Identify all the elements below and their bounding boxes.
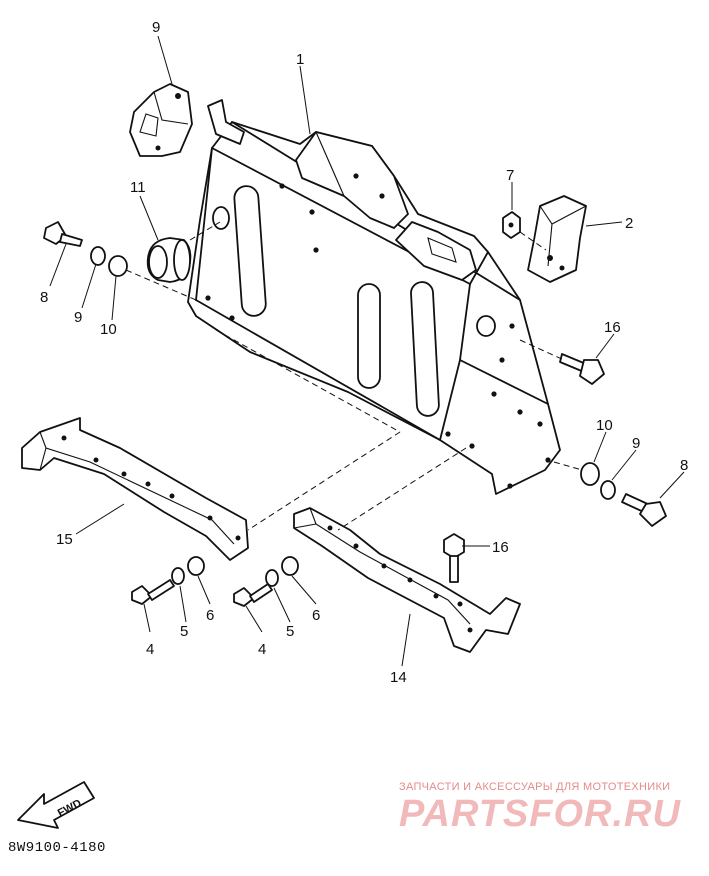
fwd-arrow-icon: FWD xyxy=(17,781,95,829)
callout-7: 7 xyxy=(506,167,514,184)
washer-part-9-left xyxy=(90,246,106,266)
callout-4-left: 4 xyxy=(146,641,154,658)
callout-15: 15 xyxy=(56,531,73,548)
nut-part-7 xyxy=(502,211,521,239)
callout-9-right: 9 xyxy=(632,435,640,452)
assembly-lines xyxy=(125,221,583,531)
rubber-damper-part-11 xyxy=(146,237,192,283)
callout-9-left: 9 xyxy=(74,309,82,326)
washer-part-5-right xyxy=(265,569,279,587)
callout-5-left: 5 xyxy=(180,623,188,640)
washer-part-10-right xyxy=(580,462,600,486)
callout-14: 14 xyxy=(390,669,407,686)
leader-lines xyxy=(49,35,685,667)
bolt-part-8-right xyxy=(621,493,667,527)
bolt-part-4-right xyxy=(233,583,273,607)
part-code: 8W9100-4180 xyxy=(8,840,106,856)
callout-10-left: 10 xyxy=(100,321,117,338)
bracket-part-2 xyxy=(527,195,587,283)
watermark-logo: PARTSFOR.RU xyxy=(399,793,681,835)
bolt-part-16-upper xyxy=(559,353,605,385)
callout-3: 9 xyxy=(152,19,160,36)
watermark-tagline: ЗАПЧАСТИ И АКСЕССУАРЫ ДЛЯ МОТОТЕХНИКИ xyxy=(399,781,671,793)
washer-part-5-left xyxy=(171,567,185,585)
callout-10-right: 10 xyxy=(596,417,613,434)
bolt-part-8-left xyxy=(43,221,83,247)
washer-part-6-right xyxy=(281,556,299,576)
callout-5-right: 5 xyxy=(286,623,294,640)
washer-part-9-right xyxy=(600,480,616,500)
callout-8-right: 8 xyxy=(680,457,688,474)
callout-2: 2 xyxy=(625,215,633,232)
callout-16-lower: 16 xyxy=(492,539,509,556)
washer-part-6-left xyxy=(187,556,205,576)
callout-6-right: 6 xyxy=(312,607,320,624)
washer-part-10-left xyxy=(108,255,128,277)
callout-8-left: 8 xyxy=(40,289,48,306)
callout-16-upper: 16 xyxy=(604,319,621,336)
callout-6-left: 6 xyxy=(206,607,214,624)
main-bracket-part-1 xyxy=(187,99,561,495)
bolt-part-4-left xyxy=(131,579,175,605)
bolt-part-16-lower xyxy=(443,533,465,583)
callout-1: 1 xyxy=(296,51,304,68)
callout-labels: 9 1 2 7 11 8 9 10 16 10 9 8 15 16 14 4 5… xyxy=(40,19,688,686)
callout-11: 11 xyxy=(130,179,146,196)
bracket-part-3 xyxy=(129,83,193,157)
callout-4-right: 4 xyxy=(258,641,266,658)
rail-part-15 xyxy=(21,417,249,561)
rail-part-14 xyxy=(293,507,521,653)
